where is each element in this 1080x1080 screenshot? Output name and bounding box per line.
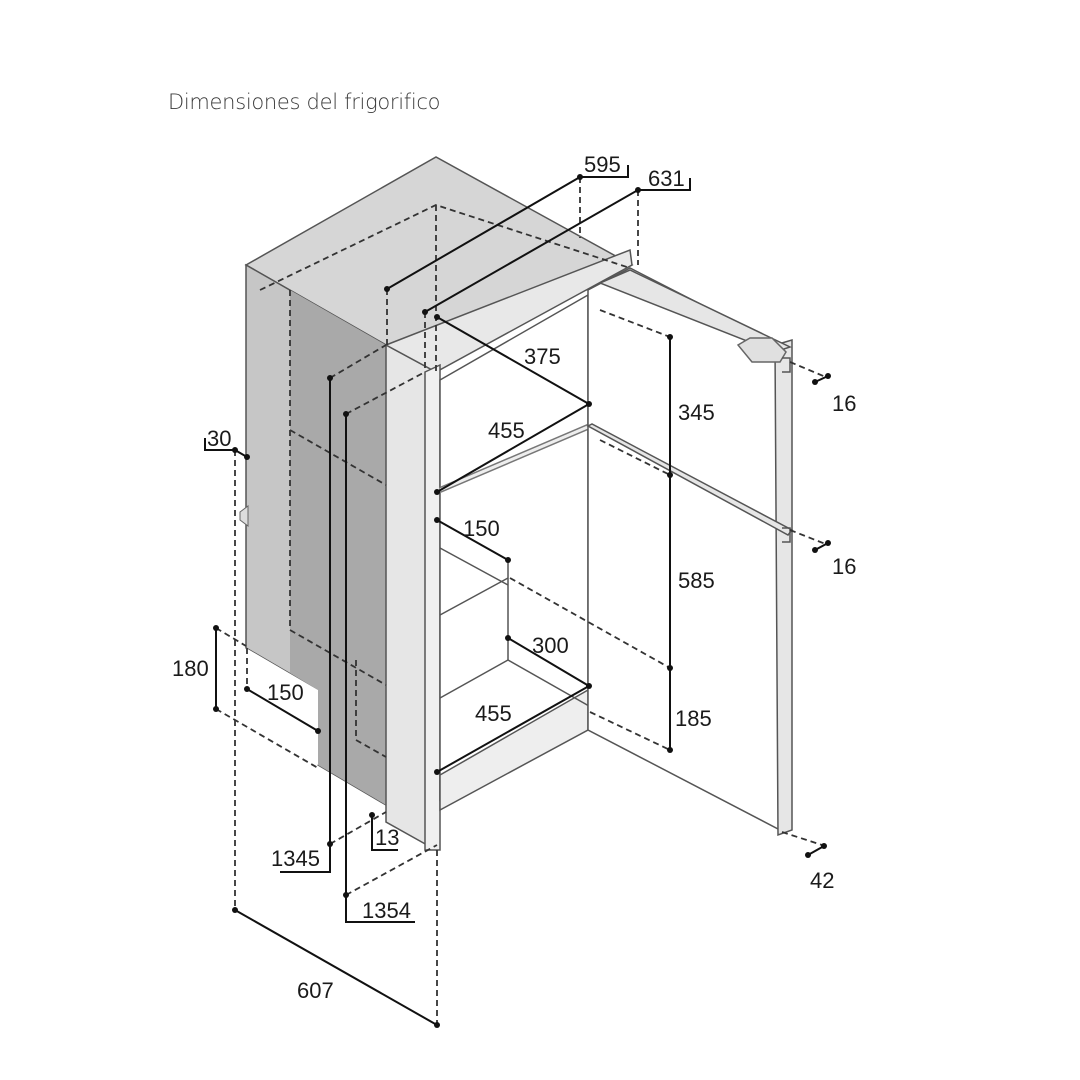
dim-595: 595: [584, 152, 621, 177]
dim-185: 185: [675, 706, 712, 731]
cabinet-side-shade: [290, 290, 386, 805]
dim-631: 631: [648, 166, 685, 191]
dim-16-top: 16: [832, 391, 856, 416]
door-top-strip: [598, 269, 792, 353]
dim-30: 30: [207, 426, 231, 451]
dimension-lines: [204, 165, 831, 1028]
dim-375: 375: [524, 344, 561, 369]
dim-300: 300: [532, 633, 569, 658]
dim-13: 13: [375, 825, 399, 850]
dim-1345: 1345: [271, 846, 320, 871]
notch-face: [246, 648, 318, 765]
front-frame-top: [384, 248, 633, 373]
dimension-labels: 595 631 375 455 345 16 30 150 16 585 300…: [172, 152, 856, 1003]
dim-150-inner: 150: [463, 516, 500, 541]
door-edge: [774, 338, 793, 837]
side-handle-icon: [239, 505, 249, 527]
dim-42: 42: [810, 868, 834, 893]
dim-16-middle: 16: [832, 554, 856, 579]
dim-180: 180: [172, 656, 209, 681]
door-handle-icon: [736, 337, 787, 363]
dim-585: 585: [678, 568, 715, 593]
inner-step: [439, 547, 509, 586]
dim-1354: 1354: [362, 898, 411, 923]
door: [586, 267, 794, 837]
cabinet-body: [239, 156, 634, 852]
dim-345: 345: [678, 400, 715, 425]
page-title: Dimensiones del frigorifico: [168, 90, 441, 114]
dim-455-bottom: 455: [475, 701, 512, 726]
dim-607: 607: [297, 978, 334, 1003]
dim-150-notch: 150: [267, 680, 304, 705]
dim-455-top: 455: [488, 418, 525, 443]
frame-inner-left: [424, 363, 441, 851]
